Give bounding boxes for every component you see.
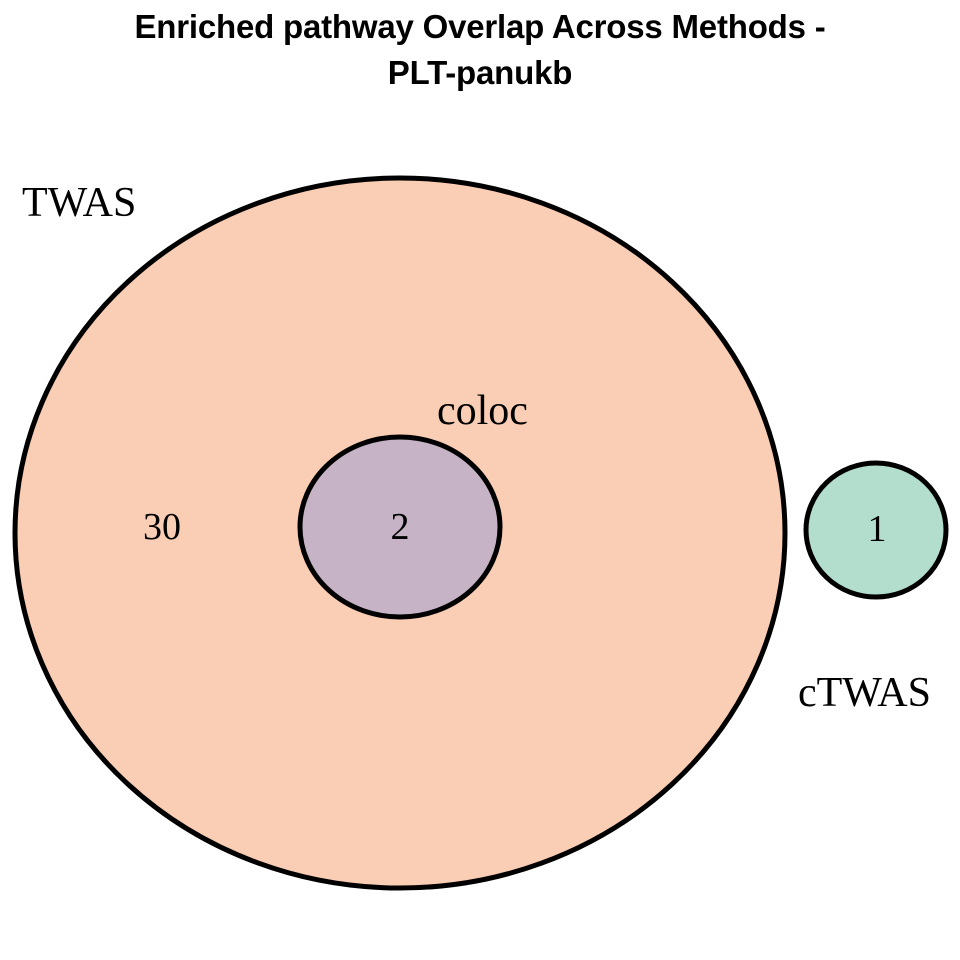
venn-set-coloc-ellipse[interactable] (297, 434, 503, 620)
venn-set-ctwas-ellipse[interactable] (803, 460, 949, 600)
page-title: Enriched pathway Overlap Across Methods … (134, 8, 826, 91)
venn-count-ctwas-only: 1 (867, 508, 887, 550)
venn-count-twas-only: 30 (143, 506, 181, 548)
venn-set-label-coloc: coloc (437, 388, 528, 434)
venn-set-label-twas: TWAS (22, 180, 137, 226)
venn-count-twas-coloc-intersection: 2 (390, 506, 410, 548)
venn-set-label-ctwas: cTWAS (798, 670, 931, 716)
